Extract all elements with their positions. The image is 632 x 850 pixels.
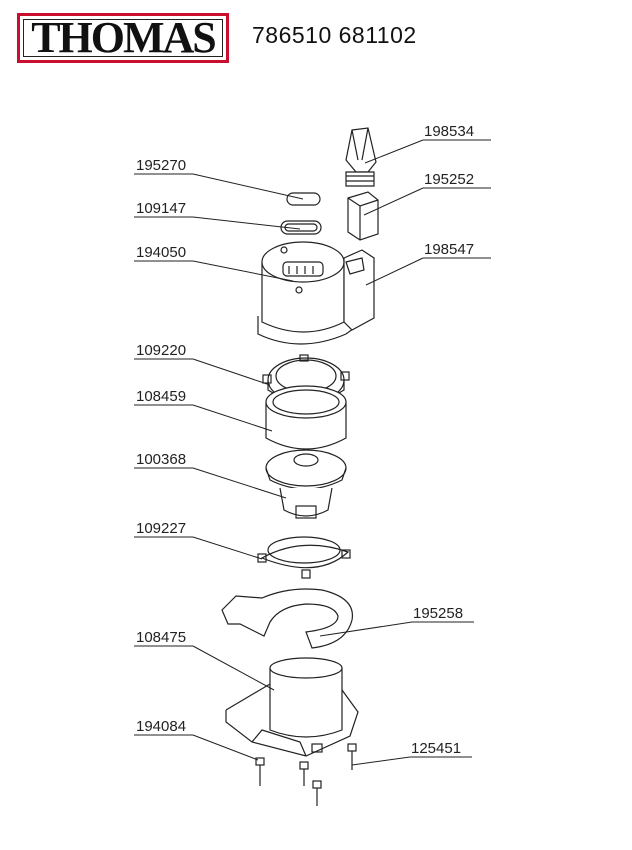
label-198547: 198547 [424, 241, 474, 258]
label-100368: 100368 [136, 451, 186, 468]
label-194084: 194084 [136, 718, 186, 735]
part-109147-ring [280, 220, 322, 235]
part-109227-ring [257, 536, 351, 579]
part-194084-screws [255, 757, 322, 806]
part-194050-housing [257, 241, 375, 345]
label-198534: 198534 [424, 123, 474, 140]
part-195270-gasket [286, 192, 321, 206]
model-numbers: 786510 681102 [252, 22, 417, 48]
part-108475-base [225, 657, 359, 757]
leader-lines [134, 139, 491, 766]
label-125451: 125451 [411, 740, 461, 757]
label-109147: 109147 [136, 200, 186, 217]
part-100368-motor [265, 449, 347, 519]
label-195258: 195258 [413, 605, 463, 622]
part-195258-seal [221, 588, 354, 649]
part-labels: 198534 195270 195252 109147 194050 19854… [136, 123, 474, 757]
label-195252: 195252 [424, 171, 474, 188]
label-109227: 109227 [136, 520, 186, 537]
label-108475: 108475 [136, 629, 186, 646]
part-198534-nozzle [345, 127, 377, 187]
part-108459-foam [265, 385, 347, 450]
part-125451-screw [347, 743, 357, 770]
label-195270: 195270 [136, 157, 186, 174]
label-109220: 109220 [136, 342, 186, 359]
label-108459: 108459 [136, 388, 186, 405]
logo-inner-frame [23, 19, 223, 57]
part-195252-sleeve [347, 191, 379, 241]
label-194050: 194050 [136, 244, 186, 261]
logo-text: THOMAS [31, 13, 217, 62]
thomas-logo: THOMAS [17, 13, 229, 63]
